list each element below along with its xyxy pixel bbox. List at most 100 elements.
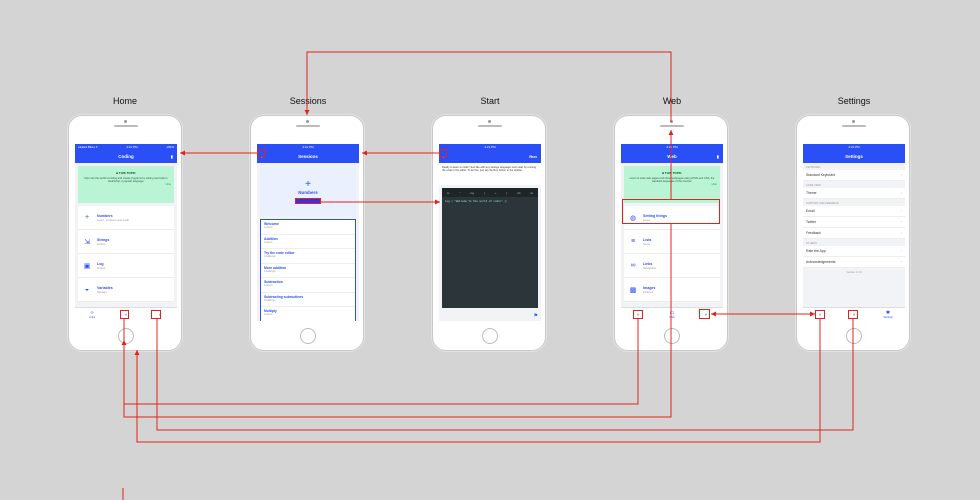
arrowhead	[362, 150, 367, 156]
settings-row[interactable]: Twitter›	[803, 217, 905, 228]
link-icon: ∞	[630, 262, 636, 269]
tool-button[interactable]: ⊞	[530, 190, 534, 195]
tab-web[interactable]: ●	[837, 308, 871, 321]
nav-title: Sessions	[298, 154, 318, 159]
chevron-right-icon: ›	[900, 260, 902, 264]
status-bar: 4:21 PM	[257, 144, 359, 150]
section-label: CODE VIEW	[806, 184, 821, 187]
tool-button[interactable]: )	[506, 190, 508, 195]
home-button[interactable]	[664, 328, 680, 344]
connector-bottom-1	[123, 319, 639, 405]
flag-icon[interactable]: ⚑	[533, 313, 538, 319]
bookmark-icon[interactable]: ▮	[170, 154, 173, 159]
hotspot-settings-tab-web	[848, 310, 858, 319]
home-button[interactable]	[846, 328, 862, 344]
code-line: log ( "Welcome to the world of code!" );	[445, 200, 508, 203]
chevron-right-icon: ›	[900, 220, 902, 224]
hide-link[interactable]: Hide	[165, 183, 171, 186]
home-button[interactable]	[482, 328, 498, 344]
topic-banner: ■ THIS TOPIC Dive into the world of codi…	[78, 166, 174, 203]
tab-links[interactable]: ‹›Links	[88, 310, 96, 319]
arrowhead	[121, 340, 127, 345]
settings-row[interactable]: Acknowledgements›	[803, 257, 905, 268]
code-editor[interactable]: ⊟ " log ( + ) Ab ⊞ log ( "Welcome to the…	[442, 188, 538, 308]
code-icon: ●	[818, 311, 822, 318]
settings-row[interactable]: Email›	[803, 206, 905, 217]
nav-title: Settings	[845, 154, 863, 159]
settings-row[interactable]: Feedback›	[803, 228, 905, 239]
tool-button[interactable]: log	[470, 190, 475, 195]
settings-row[interactable]: Theme›	[803, 188, 905, 199]
nav-title: Web	[667, 154, 677, 159]
hotspot-home-tab-web	[120, 310, 129, 319]
tab-settings[interactable]: ✱Settings	[883, 310, 893, 319]
status-bar: 4:21 PM	[803, 144, 905, 150]
screen-title-settings: Settings	[837, 96, 871, 106]
tab-links[interactable]: ●	[803, 308, 837, 321]
hotspot-web-tab-links	[633, 310, 643, 319]
tab-web[interactable]: ●	[109, 308, 143, 321]
chevron-right-icon: ›	[900, 173, 902, 177]
tab-links[interactable]: ●	[621, 308, 655, 321]
tool-button[interactable]: +	[494, 190, 497, 195]
home-button[interactable]	[300, 328, 316, 344]
connector-bottom-3	[156, 319, 854, 431]
hide-link[interactable]: Hide	[711, 183, 717, 186]
tool-button[interactable]: "	[459, 190, 461, 195]
tool-button[interactable]: ⊟	[446, 190, 450, 195]
list-icon: ≡	[630, 238, 636, 245]
chevron-right-icon: ›	[900, 209, 902, 213]
tab-web[interactable]: ▭Web	[669, 310, 675, 319]
chevron-right-icon: ›	[900, 249, 902, 253]
arrowhead	[435, 199, 440, 205]
settings-screen: 4:21 PM Settings KEYBOARD Standard Keybo…	[803, 144, 905, 321]
camera	[124, 120, 127, 123]
hotspot-home-tab-settings	[151, 310, 161, 319]
instruction-text: Ready to learn to code? Just like with a…	[439, 163, 541, 185]
screen-title-start: Start	[480, 96, 500, 106]
image-icon: ▩	[629, 286, 637, 294]
run-button[interactable]: Run	[529, 154, 537, 159]
tool-button[interactable]: (	[483, 190, 485, 195]
tool-button[interactable]: Ab	[517, 190, 521, 195]
screen-title-web: Web	[662, 96, 682, 106]
settings-row[interactable]: Rate the App›	[803, 246, 905, 257]
code-icon: ●	[636, 311, 640, 318]
connector-bottom-4	[136, 319, 821, 443]
home-button[interactable]	[118, 328, 134, 344]
nav-bar: Settings	[803, 150, 905, 163]
speaker	[296, 125, 320, 127]
tab-settings[interactable]: ●	[689, 308, 723, 321]
settings-row[interactable]: Standard Keyboard›	[803, 170, 905, 181]
plus-icon: +	[84, 214, 90, 221]
gear-icon: ✱	[885, 310, 891, 316]
chevron-right-icon: ›	[900, 231, 902, 235]
web-icon: ●	[124, 311, 128, 318]
phone-settings: 4:21 PM Settings KEYBOARD Standard Keybo…	[796, 115, 910, 351]
log-icon: ▣	[83, 262, 91, 270]
start-button[interactable]	[295, 197, 321, 204]
bookmark-icon[interactable]: ▮	[716, 154, 719, 159]
